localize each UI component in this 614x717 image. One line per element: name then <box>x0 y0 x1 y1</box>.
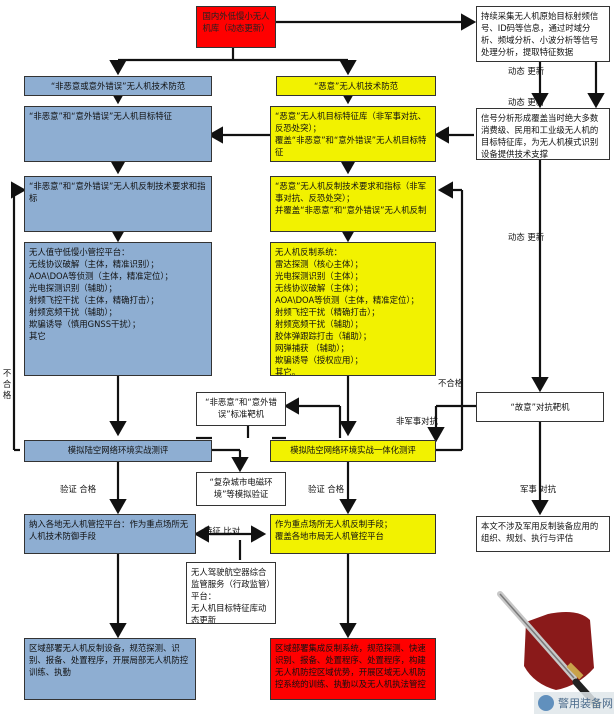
non-malicious-countermeasure-requirements-box: “非恶意”和“意外错误”无人机反制技术要求和指标 <box>24 176 212 232</box>
malicious-defense-header: “恶意”无人机技术防范 <box>276 76 436 96</box>
standard-target-drone-box: “非恶意”和“意外错误”标准靶机 <box>196 392 286 426</box>
regional-control-platform-box: 纳入各地无人机管控平台：作为重点场所无人机技术防御手段 <box>24 514 196 554</box>
unqualified-right-label: 不合格 <box>438 378 464 388</box>
unqualified-left-label: 不 合 格 <box>2 368 12 400</box>
verify-qualified-right-label: 验证 合格 <box>308 484 345 494</box>
military-exclusion-box: 本文不涉及军用反制装备应用的组织、规划、执行与评估 <box>476 516 610 552</box>
non-malicious-target-feature-box: “非恶意”和“意外错误”无人机目标特征 <box>24 106 212 162</box>
unattended-control-platform-box: 无人值守低慢小管控平台： 无线协议破解（主体，精准识别）； AOA\DOA等侦测… <box>24 242 212 376</box>
signal-analysis-box: 信号分析形成覆盖当时绝大多数消费级、民用和工业级无人机的目标特征库，为无人机模式… <box>476 108 610 160</box>
sword-emblem-image: 警用装备网 <box>476 578 614 717</box>
feature-compare-label: 特征 比对 <box>204 526 241 536</box>
watermark-text: 警用装备网 <box>558 696 613 710</box>
drone-countermeasure-system-box: 无人机反制系统： 雷达探测（核心主体）； 光电探测识别（主体）； 无线协议破解（… <box>270 242 436 376</box>
dynamic-update-label-1: 动态 更新 <box>508 66 545 76</box>
dynamic-update-label-3: 动态 更新 <box>508 232 545 242</box>
urban-em-simulation-box: “复杂城市电磁环境”等模拟验证 <box>196 472 286 506</box>
key-site-countermeasure-box: 作为重点场所无人机反制手段； 覆盖各地市局无人机管控平台 <box>270 514 436 554</box>
drone-library-box: 国内外低慢小无人机库（动态更新） <box>196 6 276 48</box>
integrated-eval-box: 模拟陆空网络环境实战一体化测评 <box>270 440 436 462</box>
malicious-countermeasure-requirements-box: “恶意”无人机反制技术要求和指标（非军事对抗、反恐处突）； 并覆盖“非恶意”和“… <box>270 176 436 232</box>
verify-qualified-left-label: 验证 合格 <box>60 484 97 494</box>
simulated-eval-box: 模拟陆空网络环境实战测评 <box>24 440 212 462</box>
regional-deployment-box: 区域部署无人机反制设备，规范探测、识别、报备、处置程序，开展局部无人机防控训练、… <box>24 638 196 700</box>
non-malicious-defense-header: “非恶意或意外错误”无人机技术防范 <box>24 76 212 96</box>
adversarial-target-drone-box: “故意”对抗靶机 <box>476 392 604 422</box>
rf-signal-collection-box: 持续采集无人机原始目标射频信号、ID码等信息，通过时域分析、频域分析、小波分析等… <box>476 6 610 62</box>
dynamic-update-label-2: 动态 更新 <box>508 97 545 107</box>
uav-supervision-platform-box: 无人驾驶航空器综合监管服务（行政监管）平台： 无人机目标特征库动态更新 <box>186 562 276 624</box>
malicious-target-feature-box: “恶意”无人机目标特征库（非军事对抗、反恐处突）； 覆盖“非恶意”和“意外错误”… <box>270 106 436 162</box>
military-confrontation-label: 军事 对抗 <box>520 484 557 494</box>
non-military-label: 非军事对抗 <box>396 416 438 426</box>
integrated-system-deployment-box: 区域部署集成反制系统，规范探测、快速识别、报备、处置程序、处置程序，构建无人机防… <box>270 638 436 700</box>
